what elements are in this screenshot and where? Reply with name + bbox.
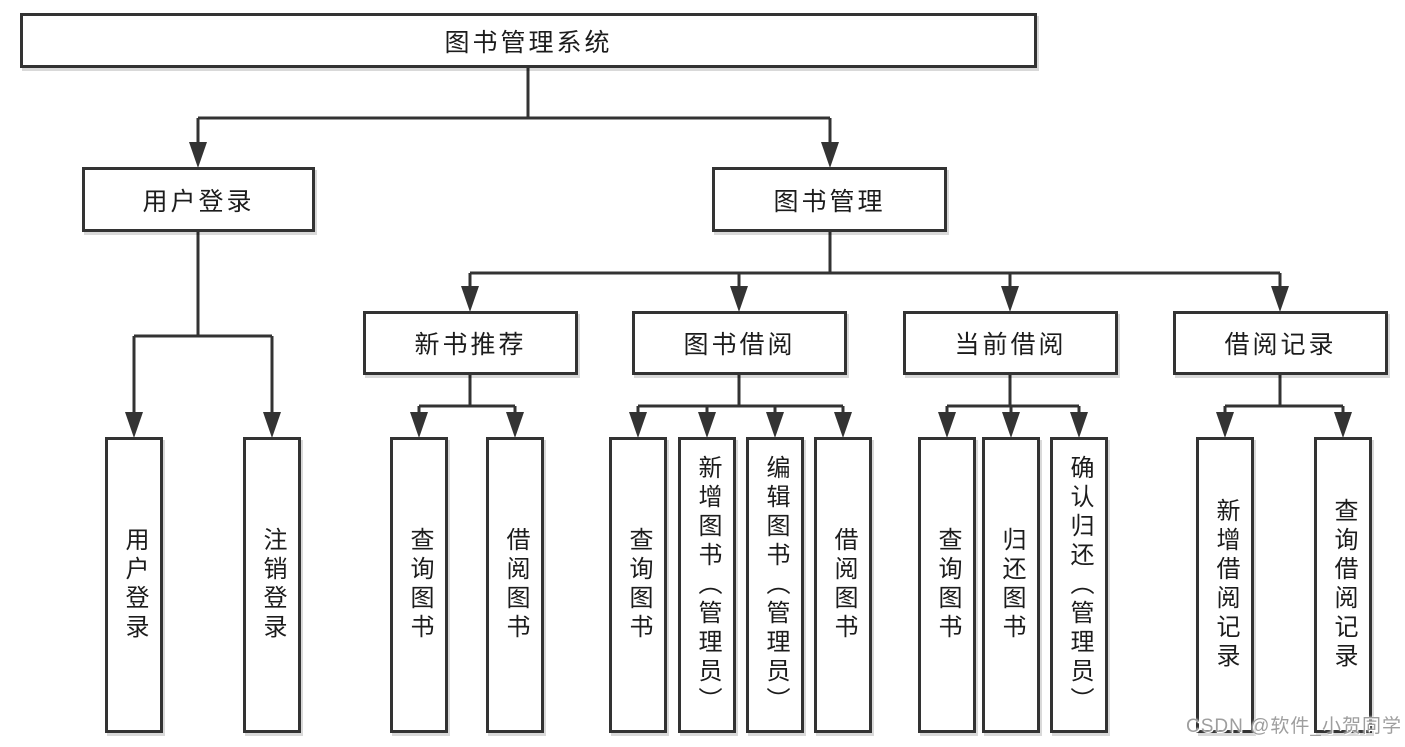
node-label: 注销登录 [259, 527, 286, 643]
node-add-book-admin: 新增图书（管理员） [678, 437, 736, 733]
node-label: 新增借阅记录 [1212, 498, 1239, 672]
node-label: 查询图书 [934, 527, 961, 643]
node-query-borrow-record: 查询借阅记录 [1314, 437, 1372, 733]
node-current-borrow: 当前借阅 [903, 311, 1118, 375]
arrowhead-icon [1334, 412, 1352, 438]
node-label: 查询借阅记录 [1330, 498, 1357, 672]
arrowhead-icon [730, 286, 748, 312]
node-label: 确认归还（管理员） [1066, 454, 1093, 716]
node-borrow-records: 借阅记录 [1173, 311, 1388, 375]
node-label: 图书借阅 [683, 331, 796, 359]
arrowhead-icon [125, 412, 143, 438]
arrowhead-icon [629, 412, 647, 438]
arrowhead-icon [189, 142, 207, 168]
node-label: 查询图书 [625, 527, 652, 643]
node-borrow-book-1: 借阅图书 [486, 437, 544, 733]
arrowhead-icon [938, 412, 956, 438]
node-user-login-branch: 用户登录 [82, 167, 315, 232]
node-borrow-book-2: 借阅图书 [814, 437, 872, 733]
node-new-book-recommend: 新书推荐 [363, 311, 578, 375]
node-label: 当前借阅 [954, 331, 1067, 359]
arrowhead-icon [1002, 412, 1020, 438]
node-logout: 注销登录 [243, 437, 301, 733]
node-query-book-2: 查询图书 [609, 437, 667, 733]
arrowhead-icon [506, 412, 524, 438]
arrowhead-icon [834, 412, 852, 438]
node-label: 用户登录 [121, 527, 148, 643]
node-return-book: 归还图书 [982, 437, 1040, 733]
arrowhead-icon [1271, 286, 1289, 312]
node-add-borrow-record: 新增借阅记录 [1196, 437, 1254, 733]
arrowhead-icon [1216, 412, 1234, 438]
node-confirm-return-admin: 确认归还（管理员） [1050, 437, 1108, 733]
node-label: 新增图书（管理员） [694, 454, 721, 716]
arrowhead-icon [1070, 412, 1088, 438]
node-label: 图书管理 [773, 187, 886, 216]
node-book-management: 图书管理 [712, 167, 947, 232]
arrowhead-icon [410, 412, 428, 438]
node-label: 查询图书 [406, 527, 433, 643]
node-query-book-3: 查询图书 [918, 437, 976, 733]
node-label: 归还图书 [998, 527, 1025, 643]
node-label: 借阅图书 [502, 527, 529, 643]
node-label: 用户登录 [142, 187, 255, 216]
arrowhead-icon [1001, 286, 1019, 312]
watermark: CSDN @软件_小贺同学 [1186, 716, 1402, 737]
arrowhead-icon [766, 412, 784, 438]
node-label: 借阅图书 [830, 527, 857, 643]
node-label: 新书推荐 [414, 331, 527, 359]
node-label: 编辑图书（管理员） [762, 454, 789, 716]
node-user-login: 用户登录 [105, 437, 163, 733]
node-label: 借阅记录 [1224, 331, 1337, 359]
arrowhead-icon [263, 412, 281, 438]
node-edit-book-admin: 编辑图书（管理员） [746, 437, 804, 733]
node-library-system: 图书管理系统 [20, 13, 1037, 68]
node-book-borrow: 图书借阅 [632, 311, 847, 375]
arrowhead-icon [461, 286, 479, 312]
node-label: 图书管理系统 [444, 28, 613, 57]
arrowhead-icon [698, 412, 716, 438]
node-query-book-1: 查询图书 [390, 437, 448, 733]
arrowhead-icon [821, 142, 839, 168]
